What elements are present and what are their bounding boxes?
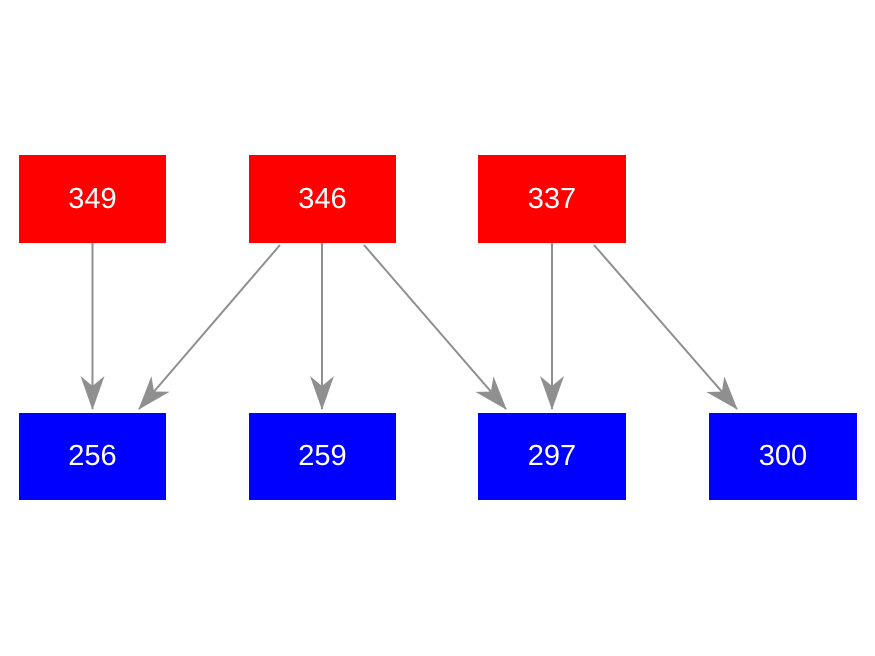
edge-346-256 bbox=[138, 244, 281, 410]
node-300: 300 bbox=[709, 413, 857, 500]
node-256: 256 bbox=[19, 413, 166, 500]
node-259: 259 bbox=[249, 413, 396, 500]
edge-346-297 bbox=[363, 244, 507, 410]
node-label: 300 bbox=[758, 440, 808, 472]
node-297: 297 bbox=[478, 413, 626, 500]
node-label: 297 bbox=[527, 440, 577, 472]
node-label: 259 bbox=[298, 440, 347, 472]
node-346: 346 bbox=[249, 155, 396, 243]
node-label: 256 bbox=[68, 440, 117, 472]
node-label: 349 bbox=[68, 182, 117, 215]
node-label: 346 bbox=[298, 182, 347, 215]
node-label: 337 bbox=[527, 182, 577, 215]
edge-337-300 bbox=[593, 244, 738, 410]
node-349: 349 bbox=[19, 155, 166, 243]
node-337: 337 bbox=[478, 155, 626, 243]
